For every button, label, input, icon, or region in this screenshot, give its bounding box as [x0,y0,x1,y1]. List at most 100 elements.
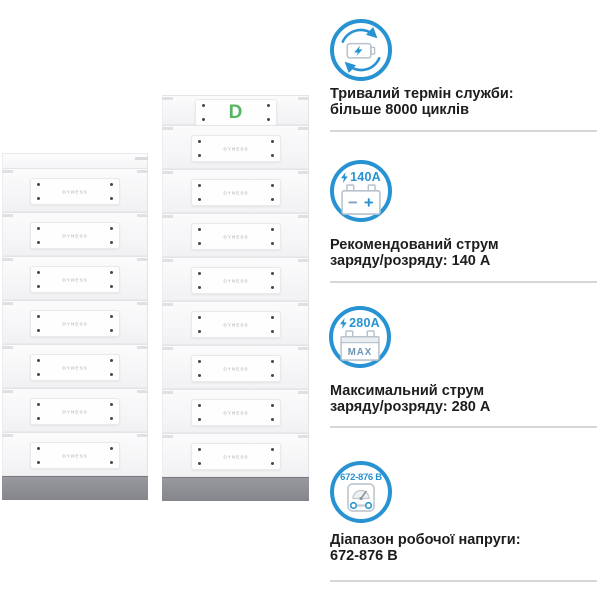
screw-dot [270,198,274,201]
module-brand-label: DYNESS [222,145,249,152]
battery-module: DYNESS [162,213,309,257]
screw-dot [270,140,274,143]
brand-logo: D [228,101,243,123]
module-brand-label: DYNESS [222,277,249,284]
module-panel: DYNESS [190,223,281,250]
screw-dot [197,198,201,201]
screw-dot [197,418,201,421]
screw-dot [197,360,201,363]
caption-line: Тривалий термін служби: [330,86,514,102]
screw-dot [270,330,274,333]
badge-text: 672-876 В [340,472,382,483]
current-badge: 280A [340,316,380,330]
caption-line: заряду/розряду: 280 А [330,398,491,415]
screw-dot [37,285,40,288]
module-panel: DYNESS [30,310,120,337]
battery-tower-left: DYNESS DYNESS DYNESS DYNESS DYNESS DYNESS DYNE… [2,153,148,500]
screw-dot [270,374,274,377]
screw-dot [266,104,270,107]
screw-dot [270,184,274,187]
screw-dot [110,241,113,244]
caption-line: Діапазон робочої напруги: [330,532,521,548]
battery-top-module: D [162,95,309,126]
screw-dot [37,403,40,406]
screw-dot [270,228,274,231]
screw-dot [266,118,270,121]
screw-dot [197,184,201,187]
screw-dot [270,448,274,451]
screw-dot [270,418,274,421]
lightning-bolt-icon [340,317,347,329]
screw-dot [201,104,205,107]
section-divider [330,426,597,428]
module-brand-label: DYNESS [222,409,249,416]
module-panel: DYNESS [30,178,120,205]
screw-dot [37,359,40,362]
screw-dot [197,374,201,377]
module-panel: DYNESS [30,442,120,469]
screw-dot [37,183,40,186]
module-panel: DYNESS [190,179,281,206]
screw-dot [37,227,40,230]
tower-base [2,476,148,500]
screw-dot [197,228,201,231]
feature-caption: Діапазон робочої напруги: 672-876 В [330,532,598,564]
battery-module: DYNESS [162,301,309,345]
screw-dot [110,417,113,420]
battery-module: DYNESS [162,345,309,389]
feature-caption: Рекомендований струм заряду/розряду: 140… [330,237,598,269]
battery-module: DYNESS [2,300,148,344]
battery-module: DYNESS [162,125,309,169]
section-divider [330,580,597,582]
battery-module: DYNESS [2,212,148,256]
screw-dot [110,197,113,200]
battery-module: DYNESS [2,168,148,212]
screw-dot [197,286,201,289]
screw-dot [37,373,40,376]
caption-line: Рекомендований струм [330,237,499,253]
screw-dot [270,286,274,289]
car-battery-max-icon: MAX [340,330,380,361]
module-brand-label: DYNESS [222,321,249,328]
cycle-arrows-battery-glyph [341,26,381,74]
module-panel: DYNESS [190,399,281,426]
screw-dot [110,315,113,318]
module-panel: DYNESS [190,267,281,294]
module-panel: DYNESS [30,266,120,293]
battery-current-icon: 140A [330,160,392,222]
battery-tower-right: D DYNESS DYNESS DYNESS DYNESS DYNESS DYNESS DYN… [162,95,309,501]
screw-dot [270,242,274,245]
screw-dot [110,403,113,406]
screw-dot [37,241,40,244]
screw-dot [37,461,40,464]
screw-dot [110,329,113,332]
screw-dot [110,271,113,274]
screw-dot [110,461,113,464]
screw-dot [201,118,205,121]
screw-dot [270,154,274,157]
battery-module: DYNESS [2,388,148,432]
battery-module: DYNESS [2,432,148,476]
screw-dot [197,404,201,407]
screw-dot [37,197,40,200]
caption-line: Максимальний струм [330,383,485,399]
screw-dot [37,447,40,450]
screw-dot [37,417,40,420]
car-battery-icon [341,184,381,215]
voltage-range-icon: 672-876 В [330,461,392,523]
module-brand-label: DYNESS [62,320,88,327]
screw-dot [37,271,40,274]
screw-dot [37,329,40,332]
module-brand-label: DYNESS [62,188,88,195]
tower-base [162,477,309,501]
current-badge: 140A [341,170,381,184]
voltage-badge: 672-876 В [340,472,382,483]
battery-cycle-icon [330,19,392,81]
module-brand-label: DYNESS [62,364,88,371]
feature-caption: Максимальний струм заряду/розряду: 280 А [330,383,598,415]
section-divider [330,281,597,283]
module-panel: DYNESS [190,135,281,162]
lightning-bolt-icon [341,171,348,183]
battery-module: DYNESS [162,433,309,477]
